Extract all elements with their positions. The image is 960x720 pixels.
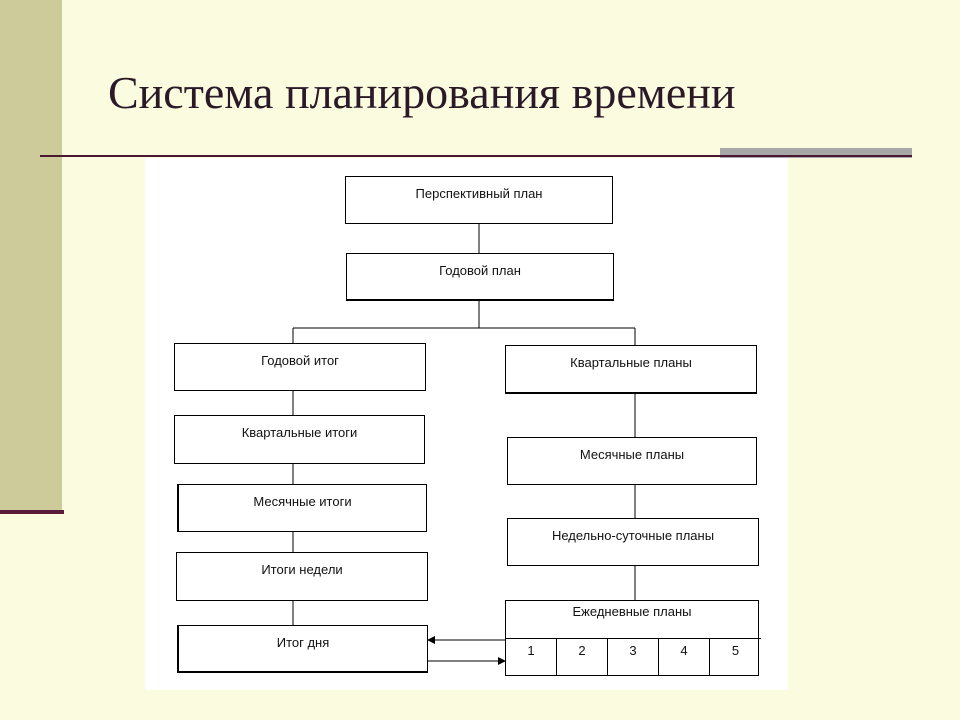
side-accent-bar bbox=[0, 0, 62, 512]
title-rule bbox=[40, 155, 912, 157]
daily-plan-cell: 5 bbox=[710, 638, 761, 676]
daily-plans-label: Ежедневные планы bbox=[572, 604, 692, 619]
node-annual-result: Годовой итог bbox=[174, 343, 426, 391]
side-accent-line bbox=[0, 510, 64, 514]
daily-plan-cell: 4 bbox=[659, 638, 710, 676]
slide-title: Система планирования времени bbox=[108, 67, 736, 118]
node-perspective-plan: Перспективный план bbox=[345, 176, 613, 224]
node-day-result: Итог дня bbox=[177, 625, 428, 673]
daily-plan-cell: 2 bbox=[557, 638, 608, 676]
title-rule-accent bbox=[720, 148, 912, 158]
node-week-results: Итоги недели bbox=[176, 552, 428, 601]
diagram-panel: Перспективный план Годовой план Годовой … bbox=[145, 158, 788, 690]
node-weekly-daily-plans: Недельно-суточные планы bbox=[507, 518, 759, 566]
node-monthly-plans: Месячные планы bbox=[507, 437, 757, 485]
daily-plan-cell: 1 bbox=[506, 638, 557, 676]
daily-plan-cell: 3 bbox=[608, 638, 659, 676]
node-quarterly-results: Квартальные итоги bbox=[174, 415, 425, 464]
node-monthly-results: Месячные итоги bbox=[177, 484, 427, 532]
node-daily-plans: Ежедневные планы 1 2 3 4 5 bbox=[505, 600, 761, 676]
connector-lines bbox=[292, 224, 636, 665]
node-quarterly-plans: Квартальные планы bbox=[505, 345, 757, 394]
node-annual-plan: Годовой план bbox=[346, 253, 614, 301]
